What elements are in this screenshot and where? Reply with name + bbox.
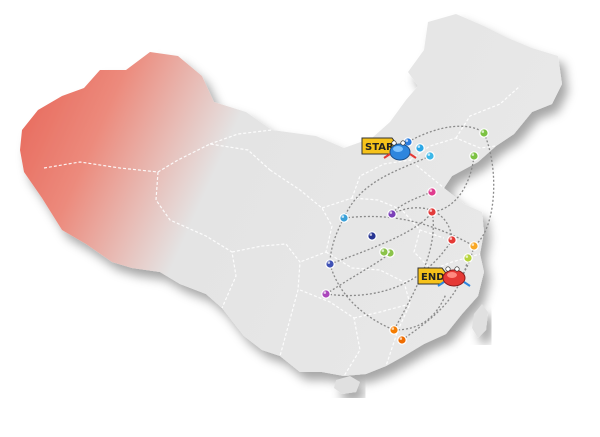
route-node-icon bbox=[397, 335, 407, 345]
route-line bbox=[473, 132, 495, 247]
route-line bbox=[343, 155, 431, 219]
route-node-icon bbox=[463, 253, 473, 263]
province-borders bbox=[43, 85, 521, 377]
route-node-icon bbox=[379, 247, 389, 257]
route-node-icon bbox=[469, 241, 479, 251]
crab-mascot-start-icon bbox=[383, 140, 417, 161]
route-node-icon bbox=[425, 151, 435, 161]
end-marker: END bbox=[417, 266, 471, 287]
route-node-icon bbox=[339, 213, 349, 223]
route-line bbox=[393, 211, 434, 331]
route-line bbox=[401, 257, 469, 341]
route-lines bbox=[325, 125, 495, 341]
route-line bbox=[325, 239, 453, 297]
route-node-icon bbox=[389, 325, 399, 335]
start-marker: STAR bbox=[361, 137, 417, 161]
route-node-icon bbox=[427, 187, 437, 197]
hainan-island-shape bbox=[334, 376, 360, 394]
route-line bbox=[329, 211, 433, 265]
route-node-icon bbox=[325, 259, 335, 269]
route-node-icon bbox=[427, 207, 437, 217]
route-line bbox=[325, 252, 391, 295]
china-mainland-shape bbox=[20, 14, 562, 376]
end-label: END bbox=[421, 272, 445, 283]
route-node-icon bbox=[469, 151, 479, 161]
route-node-icon bbox=[479, 128, 489, 138]
route-line bbox=[393, 293, 447, 331]
route-node-icon bbox=[321, 289, 331, 299]
taiwan-island-shape bbox=[472, 304, 488, 338]
route-node-icon bbox=[447, 235, 457, 245]
route-line bbox=[343, 215, 475, 247]
route-node-icon bbox=[387, 209, 397, 219]
crab-mascot-end-icon bbox=[437, 266, 471, 287]
route-nodes bbox=[321, 128, 489, 345]
start-label: STAR bbox=[365, 142, 394, 153]
route-node-icon bbox=[415, 143, 425, 153]
route-node-icon bbox=[403, 137, 413, 147]
route-node-icon bbox=[367, 231, 377, 241]
route-line bbox=[431, 155, 475, 213]
route-line bbox=[391, 191, 433, 215]
